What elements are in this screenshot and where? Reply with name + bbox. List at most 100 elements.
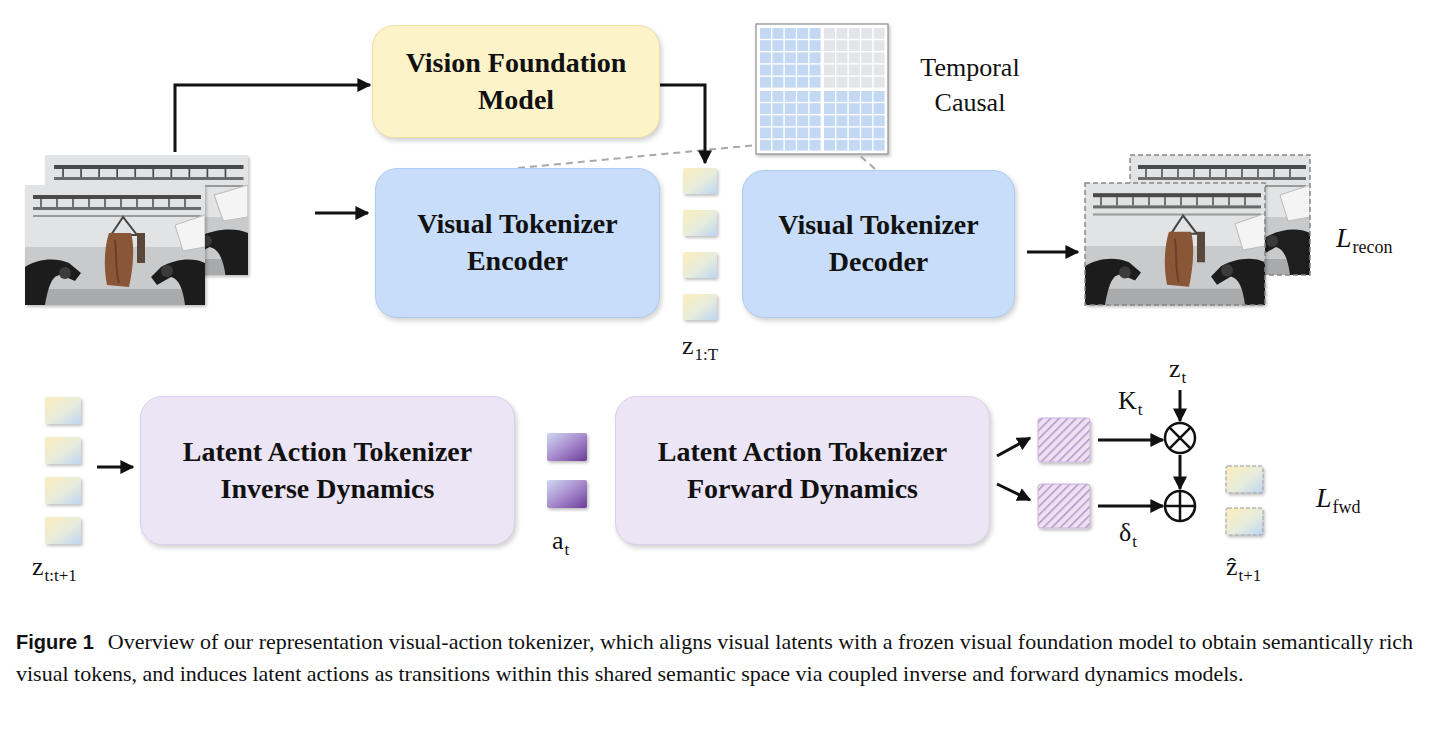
inverse-dynamics-box: Latent Action Tokenizer Inverse Dynamics: [140, 396, 515, 545]
latent-symbol: z: [32, 554, 44, 580]
mask-cell: [861, 52, 872, 63]
figure-number: Figure 1: [16, 631, 94, 653]
dashed-guides-part: [858, 154, 875, 169]
input-frames: [25, 155, 248, 305]
operator-symbols-part: [1165, 423, 1195, 453]
mask-cell: [797, 115, 808, 126]
mask-cell: [760, 40, 771, 51]
mask-cell: [874, 40, 885, 51]
mask-cell: [861, 115, 872, 126]
mask-cell: [760, 52, 771, 63]
action-subscript: t: [565, 541, 570, 558]
mask-cell: [785, 115, 796, 126]
mask-cell: [836, 103, 847, 114]
mask-cell: [824, 28, 835, 39]
scale-symbol: K: [1118, 388, 1137, 414]
mask-cell: [861, 140, 872, 151]
mask-cell: [824, 115, 835, 126]
mask-cell: [849, 52, 860, 63]
reconstructed-frames-part: [1085, 183, 1265, 305]
mask-cell: [836, 77, 847, 88]
arrows-part: [1027, 251, 1078, 254]
mask-cell: [772, 52, 783, 63]
arrows-part: [315, 212, 368, 215]
mask-cell: [861, 40, 872, 51]
mask-cell: [824, 40, 835, 51]
causal-mask-part: [756, 24, 888, 154]
mask-cell: [849, 40, 860, 51]
mask-cell: [810, 28, 821, 39]
mask-cell: [772, 65, 783, 76]
loss-subscript: recon: [1353, 238, 1393, 256]
mask-cell: [861, 103, 872, 114]
loss-symbol: L: [1336, 224, 1352, 252]
mask-cell: [810, 103, 821, 114]
mask-cell: [861, 28, 872, 39]
mask-cell: [874, 140, 885, 151]
operator-symbols-part: [1165, 491, 1195, 521]
mask-cell: [849, 28, 860, 39]
visual-tokens-part: [683, 210, 717, 236]
arrows-part: [1098, 505, 1163, 508]
mask-cell: [797, 91, 808, 102]
prediction-subscript: t+1: [1239, 567, 1262, 584]
box-label: Vision Foundation Model: [387, 45, 645, 119]
mask-cell: [824, 91, 835, 102]
mask-cell: [760, 128, 771, 139]
mask-cell: [836, 91, 847, 102]
visual-tokens-part: [683, 168, 717, 194]
mask-label: Temporal Causal: [903, 50, 1037, 120]
caption-block: Figure 1Overview of our representation v…: [16, 626, 1426, 690]
mask-cell: [785, 28, 796, 39]
mask-cell: [874, 115, 885, 126]
visual-tokens-part: [45, 517, 81, 544]
dashed-guides-part: [518, 145, 757, 168]
visual-tokens-part: [45, 437, 81, 464]
mask-cell: [874, 91, 885, 102]
hatched-outputs-part: [1038, 484, 1090, 528]
mask-cell: [760, 77, 771, 88]
mask-cell: [849, 128, 860, 139]
mask-cell: [824, 128, 835, 139]
visual-tokens-part: [683, 294, 717, 320]
mask-cell: [772, 140, 783, 151]
offset-symbol: δ: [1119, 520, 1131, 546]
mask-cell: [797, 52, 808, 63]
mask-cell: [836, 140, 847, 151]
mask-cell: [810, 65, 821, 76]
latent-symbol: z: [1169, 356, 1181, 382]
predicted-tokens-part: [1226, 508, 1263, 535]
mask-cell: [824, 65, 835, 76]
operator-symbols-part: [1165, 491, 1195, 521]
action-tokens-part: [547, 480, 587, 508]
latent-symbol: z: [682, 333, 694, 359]
mask-cell: [810, 40, 821, 51]
caption: Overview of our representation visual-ac…: [16, 629, 1413, 686]
mask-cell: [849, 140, 860, 151]
mask-cell: [861, 128, 872, 139]
visual-tokens-part: [683, 252, 717, 278]
mask-cell: [849, 115, 860, 126]
mask-cell: [874, 65, 885, 76]
mask-cell: [797, 140, 808, 151]
mask-cell: [772, 128, 783, 139]
mask-cell: [810, 140, 821, 151]
mask-cell: [772, 28, 783, 39]
arrows-part: [1179, 390, 1182, 421]
mask-cell: [785, 103, 796, 114]
mask-cell: [810, 115, 821, 126]
action-tokens: [547, 433, 587, 508]
mask-cell: [861, 65, 872, 76]
mask-cell: [849, 103, 860, 114]
loss-subscript: fwd: [1333, 498, 1361, 516]
mask-cell: [785, 65, 796, 76]
mask-cell: [874, 28, 885, 39]
mask-cell: [785, 91, 796, 102]
box-label: Visual Tokenizer Decoder: [757, 207, 1000, 281]
mask-cell: [874, 52, 885, 63]
visual-tokens-part: [45, 397, 81, 424]
box-label: Visual Tokenizer Encoder: [390, 206, 645, 280]
mask-cell: [797, 65, 808, 76]
action-symbol: a: [552, 528, 564, 554]
mask-cell: [785, 77, 796, 88]
